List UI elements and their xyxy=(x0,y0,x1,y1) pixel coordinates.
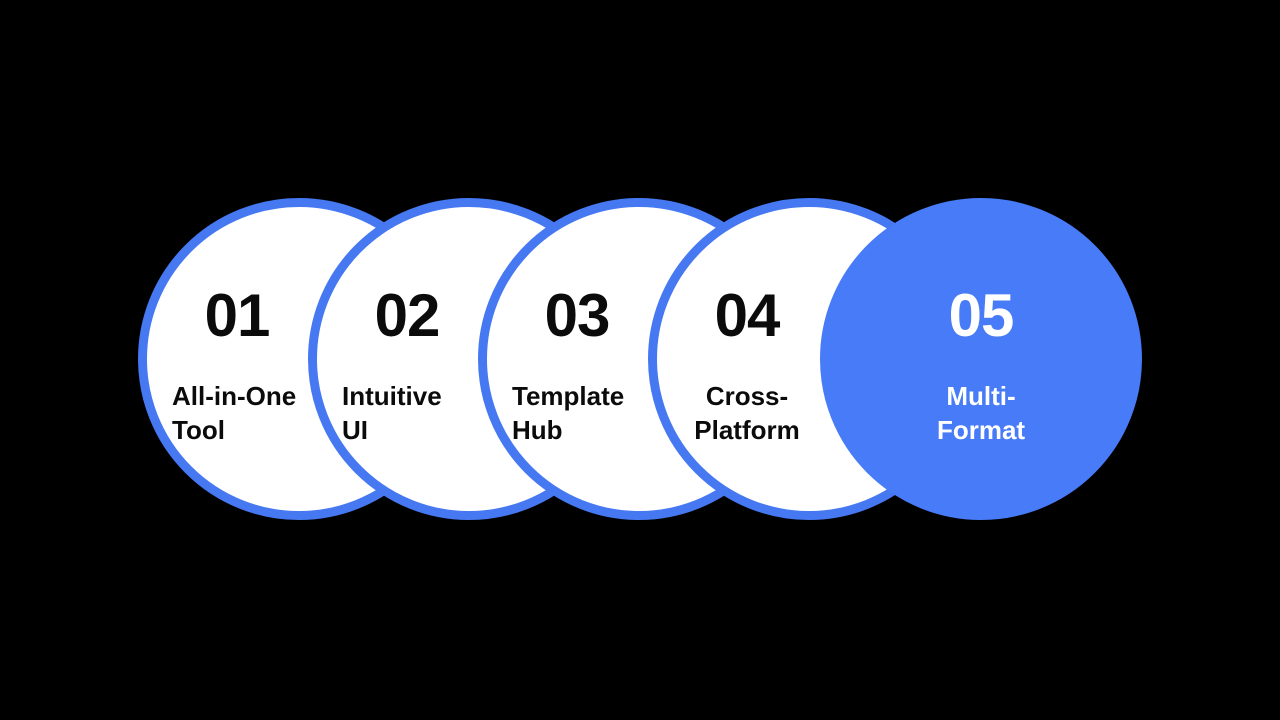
step-number-3: 03 xyxy=(544,282,611,349)
step-label-4: Cross- Platform xyxy=(694,381,800,445)
step-label-1: All-in-One Tool xyxy=(172,381,297,445)
step-label-5: Multi- Format xyxy=(936,381,1026,445)
step-label-3: Template Hub xyxy=(512,381,625,445)
step-content-2: 02 Intuitive UI xyxy=(342,286,472,447)
step-content-4: 04 Cross- Platform xyxy=(682,286,812,447)
step-number-4: 04 xyxy=(714,282,781,349)
step-content-5: 05 Multi- Format xyxy=(916,286,1046,447)
step-number-1: 01 xyxy=(204,282,271,349)
step-label-2: Intuitive UI xyxy=(342,381,442,445)
step-number-2: 02 xyxy=(374,282,441,349)
step-circle-5: 05 Multi- Format xyxy=(820,198,1142,520)
step-content-3: 03 Template Hub xyxy=(512,286,642,447)
step-number-5: 05 xyxy=(948,282,1015,349)
step-content-1: 01 All-in-One Tool xyxy=(172,286,302,447)
